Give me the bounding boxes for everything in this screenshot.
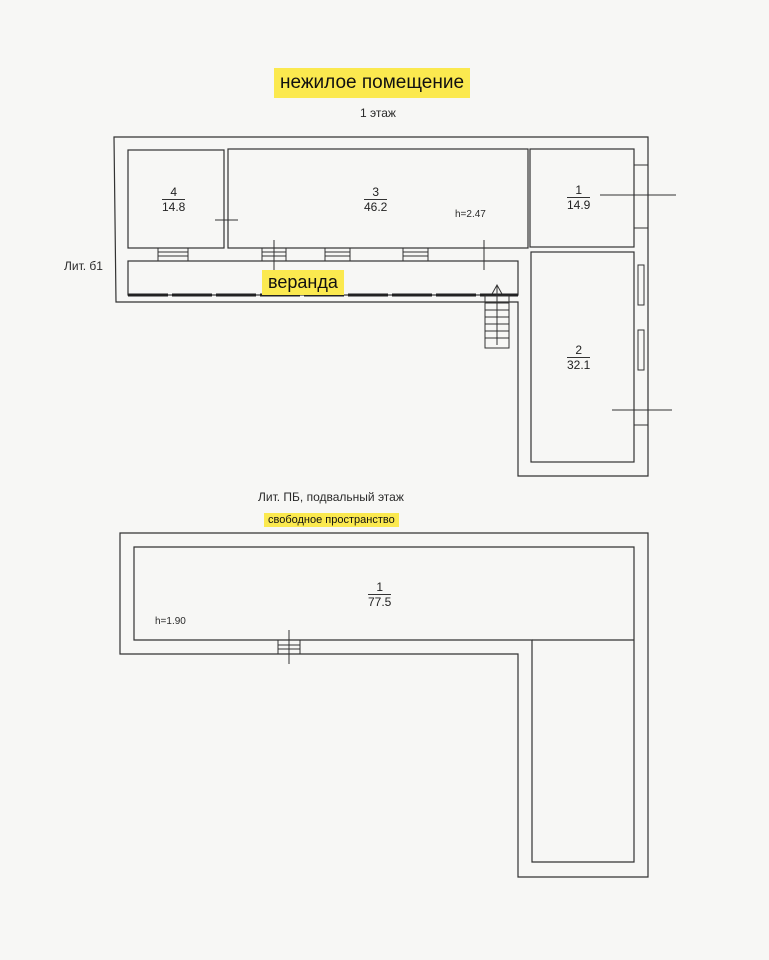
basement-outer-wall xyxy=(119,532,649,878)
room-4-label: 4 14.8 xyxy=(162,185,186,214)
room-1-area: 14.9 xyxy=(567,198,591,212)
basement-note: свободное пространство xyxy=(268,514,395,526)
basement-room-label: 1 77.5 xyxy=(368,580,392,609)
floor1-height: h=2.47 xyxy=(455,209,486,220)
lit-b1-label: Лит. б1 xyxy=(64,259,103,273)
room-3-outline xyxy=(227,148,529,249)
basement-room-number: 1 xyxy=(368,580,392,595)
room-2-outline xyxy=(530,251,635,463)
basement-inner-wall xyxy=(133,546,635,863)
title-highlight: нежилое помещение xyxy=(274,68,471,98)
page-title: нежилое помещение xyxy=(280,72,465,93)
basement-label: Лит. ПБ, подвальный этаж xyxy=(258,490,404,504)
room-4-number: 4 xyxy=(162,185,186,200)
floor1-outer-wall xyxy=(113,136,649,477)
basement-room-area: 77.5 xyxy=(368,595,392,609)
room-2-area: 32.1 xyxy=(567,358,591,372)
floor1-label: 1 этаж xyxy=(360,106,396,120)
room-4-area: 14.8 xyxy=(162,200,186,214)
room-1-outline xyxy=(529,148,635,248)
basement-note-highlight: свободное пространство xyxy=(264,513,399,527)
basement-height: h=1.90 xyxy=(155,616,186,627)
room-2-number: 2 xyxy=(567,343,591,358)
room-4-outline xyxy=(127,149,225,249)
room-3-area: 46.2 xyxy=(364,200,388,214)
stairs xyxy=(484,283,510,349)
right-windows xyxy=(634,164,648,426)
room-3-label: 3 46.2 xyxy=(364,185,388,214)
room-3-number: 3 xyxy=(364,185,388,200)
room-1-label: 1 14.9 xyxy=(567,183,591,212)
veranda-windows xyxy=(157,248,429,261)
room-1-number: 1 xyxy=(567,183,591,198)
room-2-label: 2 32.1 xyxy=(567,343,591,372)
veranda-highlight: веранда xyxy=(262,270,344,295)
veranda-label: веранда xyxy=(268,272,338,292)
